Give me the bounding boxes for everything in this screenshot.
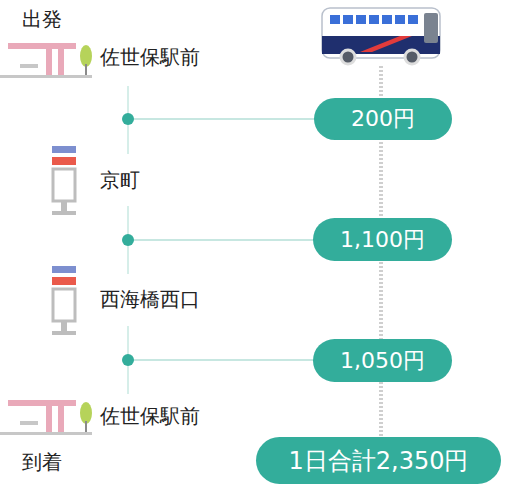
fare-text: 1,100円	[340, 225, 425, 255]
tree-crown	[80, 45, 92, 67]
sign-post	[61, 201, 67, 211]
bus-window	[330, 15, 340, 24]
bus-window	[395, 15, 405, 24]
fare-pill: 200円	[314, 98, 452, 140]
bus-window	[382, 15, 392, 24]
bus-stripe	[360, 36, 412, 52]
sign-top	[52, 266, 76, 273]
fare-text: 1,050円	[340, 346, 425, 376]
bus-wheel	[341, 50, 355, 64]
shelter-post	[46, 49, 52, 75]
bus-window	[343, 15, 353, 24]
bus-windows	[330, 13, 438, 43]
bus-stop-sign	[52, 146, 76, 215]
stop-name: 佐世保駅前	[100, 47, 200, 67]
sign-post	[61, 321, 67, 331]
bus-shelter-icon	[0, 400, 92, 435]
sign-band	[52, 157, 76, 165]
shelter-bench	[20, 421, 38, 425]
sign-board	[53, 169, 75, 201]
bus-door	[424, 13, 438, 43]
segment-dot	[122, 113, 134, 125]
total-fare-text: 1日合計2,350円	[289, 445, 469, 477]
stop-name: 西海橋西口	[100, 289, 200, 309]
leader-line	[128, 118, 316, 119]
total-fare-pill: 1日合計2,350円	[256, 437, 501, 484]
sign-top	[52, 146, 76, 153]
shelter-post	[58, 406, 64, 432]
stop-name: 京町	[100, 170, 140, 190]
sign-band	[52, 277, 76, 285]
bus-window	[369, 15, 379, 24]
fare-text: 200円	[351, 104, 415, 134]
stop-name: 佐世保駅前	[100, 406, 200, 426]
bus-shelter-icon	[0, 43, 92, 78]
arrival-label: 到着	[22, 452, 62, 472]
leader-line	[128, 239, 316, 240]
ground-line	[0, 432, 92, 435]
bus-band	[322, 36, 440, 54]
shelter-roof	[8, 43, 76, 49]
sign-base	[52, 331, 76, 335]
fare-pill: 1,050円	[313, 339, 452, 382]
tree-crown	[80, 402, 92, 424]
sign-base	[52, 211, 76, 215]
start-label: 出発	[22, 9, 62, 29]
sign-board	[53, 289, 75, 321]
shelter-post	[46, 406, 52, 432]
segment-leaders	[122, 86, 316, 394]
shelter-bench	[20, 64, 38, 68]
fare-pill: 1,100円	[313, 218, 452, 261]
segment-dot	[122, 354, 134, 366]
bus-stop-sign	[52, 266, 76, 335]
bus-window	[356, 15, 366, 24]
bus-wheel	[405, 50, 419, 64]
shelter-roof	[8, 400, 76, 406]
bus-body	[322, 8, 440, 58]
bus-window	[408, 15, 418, 24]
shelter-post	[58, 49, 64, 75]
tree-trunk	[85, 64, 87, 75]
leader-line	[128, 359, 316, 360]
segment-dot	[122, 234, 134, 246]
tree-trunk	[85, 421, 87, 432]
ground-line	[0, 75, 92, 78]
bus-icon	[322, 8, 440, 64]
